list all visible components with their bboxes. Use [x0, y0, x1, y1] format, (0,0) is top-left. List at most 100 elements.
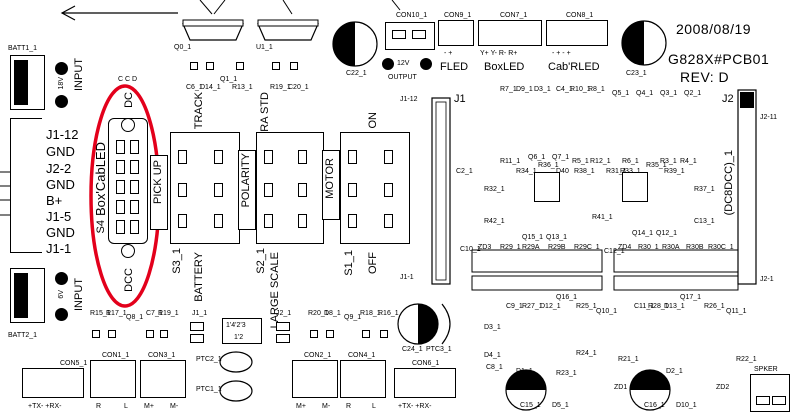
- s3-pin: [178, 183, 187, 197]
- batt2-terminal-block: [14, 273, 28, 318]
- con8-connector: [546, 20, 608, 46]
- pad: [380, 330, 388, 338]
- batt1-terminal-block: [14, 60, 28, 105]
- r5-label: R5_1: [572, 158, 589, 165]
- c20-label: C20_1: [288, 84, 309, 91]
- batt1-plus-pad: [55, 62, 68, 75]
- con2-label: CON2_1: [304, 352, 332, 359]
- ptc2-label: PTC2_1: [196, 356, 222, 363]
- s3-pin: [214, 183, 223, 197]
- q6-label: Q6_1: [528, 154, 546, 161]
- zd1-label: ZD1: [614, 384, 628, 391]
- s2-pin: [298, 183, 307, 197]
- s4-switch-body: [108, 118, 148, 244]
- con7-label: CON7_1: [500, 12, 528, 19]
- batt1-voltage: 18V: [58, 77, 65, 90]
- pad: [146, 330, 154, 338]
- q0-label: Q0_1: [174, 44, 192, 51]
- q2-label: Q2_1: [684, 90, 702, 97]
- c23-label: C23_1: [626, 70, 647, 77]
- header-bplus: B+: [46, 193, 63, 208]
- con9-connector: [438, 20, 474, 46]
- j2-small-label: J2_1: [276, 310, 292, 317]
- con4-pin-r: R: [346, 403, 352, 410]
- header-gnd-1: GND: [46, 144, 75, 159]
- d8-label: D8_1: [324, 310, 341, 317]
- r11-label: R11_1: [500, 158, 521, 165]
- zd3-label: ZD3: [478, 244, 492, 251]
- q7-label: Q7_1: [552, 154, 570, 161]
- c15-label: C15_1: [520, 402, 541, 409]
- r8-label: R8_1: [588, 86, 605, 93]
- jumper-legend-b: 1'2: [234, 334, 244, 341]
- j2-jumper-pin: [276, 322, 290, 331]
- r6-label: R6_1: [622, 158, 639, 165]
- con10-pin: [392, 30, 406, 39]
- r17-label: R17_1: [106, 310, 127, 317]
- c6-label: C6_1: [186, 84, 203, 91]
- con4-pin-l: L: [372, 403, 376, 410]
- r39-label: R39_1: [664, 168, 685, 175]
- s2-designator: S2_1: [255, 248, 267, 274]
- con3-connector: [140, 360, 186, 398]
- spker-label: SPKER: [754, 366, 778, 373]
- ptc1-label: PTC1_1: [196, 386, 222, 393]
- r18-label: R18_1: [360, 310, 381, 317]
- c2-label: C2_1: [456, 168, 473, 175]
- q3-label: Q3_1: [660, 90, 678, 97]
- c22-label: C22_1: [346, 70, 367, 77]
- s2-pin: [264, 183, 273, 197]
- q14-label: Q14_1: [632, 230, 654, 237]
- r19-bottom-label: R19_1: [158, 310, 179, 317]
- s3-designator: S3_1: [171, 248, 183, 274]
- q5-label: Q5_1: [612, 90, 630, 97]
- pad: [310, 330, 318, 338]
- con6-pins: +TX- +RX-: [398, 403, 432, 410]
- header-j1-1: J1-1: [46, 241, 72, 256]
- pad: [272, 62, 280, 70]
- zd4-label: ZD4: [618, 244, 632, 251]
- s4-mount-top: [121, 118, 135, 132]
- pad: [326, 330, 334, 338]
- c4-label: C4_1: [556, 86, 573, 93]
- r37-label: R37_1: [694, 186, 715, 193]
- con5-connector: [22, 368, 84, 398]
- r7-label: R7_1: [500, 86, 517, 93]
- pad: [92, 330, 100, 338]
- batt2-input-label: INPUT: [73, 278, 85, 311]
- r41-label: R41_1: [592, 214, 613, 221]
- r3-label: R3_1: [660, 158, 677, 165]
- con2-pin-mminus: M-: [322, 403, 331, 410]
- con7-connector: [478, 20, 542, 46]
- pad: [108, 330, 116, 338]
- r28-label: R28_1: [648, 303, 669, 310]
- header-j2-2: J2-2: [46, 161, 72, 176]
- con1-pin-r: R: [96, 403, 102, 410]
- motor-label: MOTOR: [324, 158, 336, 199]
- r15-label: R15_1: [90, 310, 111, 317]
- con8-pins: - + - +: [552, 50, 571, 57]
- output-plus-pad: [420, 58, 432, 70]
- batt2-plus-pad: [55, 272, 68, 285]
- j1-small-label: J1_1: [192, 310, 208, 317]
- wire-header-bracket: [10, 118, 42, 253]
- pad: [362, 330, 370, 338]
- r30-label: R30_1: [638, 244, 659, 251]
- s1-pin: [348, 214, 357, 228]
- r30a-label: R30A: [662, 244, 680, 251]
- s3-pin: [214, 214, 223, 228]
- r20-label: R20_1: [308, 310, 329, 317]
- s1-pin: [384, 150, 393, 164]
- r29a-label: R29A: [522, 244, 540, 251]
- j2-1-flag: J2-1: [760, 276, 774, 283]
- j2-11-flag: J2-11: [760, 114, 777, 121]
- s4-top-marks: C C D: [118, 76, 138, 83]
- pickup-label: PICK UP: [152, 160, 164, 205]
- pad: [236, 62, 244, 70]
- s4-pin: [130, 140, 139, 154]
- ic-outline: [534, 172, 560, 202]
- q17-label: Q17_1: [680, 294, 702, 301]
- s4-pin: [130, 180, 139, 194]
- output-voltage: 12V: [397, 60, 410, 67]
